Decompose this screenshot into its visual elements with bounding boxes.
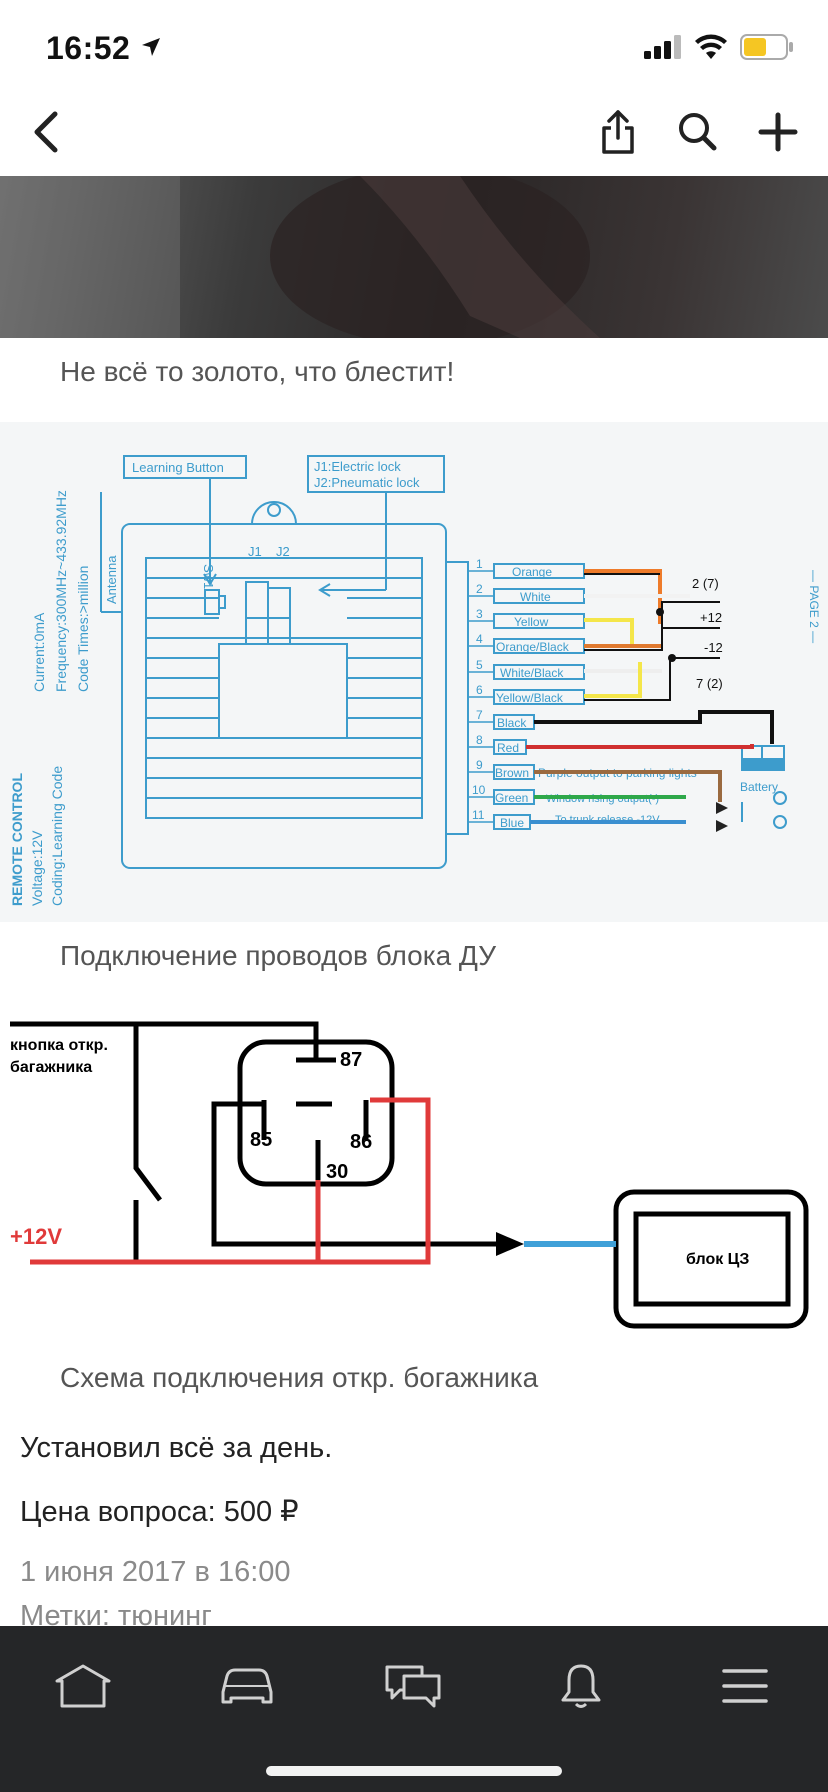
location-arrow-icon (141, 38, 160, 56)
sw1-label: Sw1 (201, 564, 216, 589)
bell-icon (561, 1664, 601, 1708)
photo-content (0, 176, 600, 338)
svg-text:3: 3 (476, 607, 483, 621)
voltage-label: Voltage:12V (29, 830, 45, 906)
wire-label: Brown (495, 766, 529, 780)
nav-bar (0, 90, 828, 176)
svg-text:2: 2 (476, 582, 483, 596)
status-icons (644, 34, 794, 60)
remote-control-label: REMOTE CONTROL (9, 773, 25, 906)
coding-label: Coding:Learning Code (49, 766, 65, 906)
lock-j1-label: J1:Electric lock (314, 459, 401, 474)
pin-87: 87 (340, 1049, 362, 1071)
svg-text:1: 1 (476, 557, 483, 571)
wire-label: Yellow/Black (496, 691, 564, 705)
hamburger-menu-icon (722, 1669, 768, 1703)
j1-label: J1 (248, 544, 262, 559)
cellular-signal-icon (644, 35, 681, 59)
code-times-label: Code Times:>million (75, 566, 91, 692)
search-icon (679, 113, 717, 151)
j2-label: J2 (276, 544, 290, 559)
frequency-label: Frequency:300MHz~433.92MHz (53, 490, 69, 692)
share-button[interactable] (590, 104, 646, 160)
svg-text:6: 6 (476, 683, 483, 697)
wire-label: Green (495, 791, 528, 805)
search-button[interactable] (670, 104, 726, 160)
share-icon (602, 110, 634, 154)
wire-label: Orange/Black (496, 640, 570, 654)
battery-icon (740, 34, 793, 60)
tab-home[interactable] (38, 1656, 128, 1716)
wiring-caption: Подключение проводов блока ДУ (60, 940, 496, 971)
tab-bar (0, 1626, 828, 1792)
add-button[interactable] (750, 104, 806, 160)
relay-diagram[interactable]: кнопка откр. багажника 87 85 86 30 блок … (0, 1000, 828, 1340)
tab-menu[interactable] (700, 1656, 790, 1716)
relay-caption: Схема подключения откр. богажника (60, 1362, 539, 1393)
wiring-diagram[interactable]: Learning Button J1:Electric lock J2:Pneu… (0, 422, 828, 922)
svg-text:7: 7 (476, 708, 483, 722)
tab-garage[interactable] (202, 1656, 292, 1716)
chevron-left-icon (34, 111, 58, 153)
pin-85: 85 (250, 1129, 272, 1151)
wire-label: White (520, 590, 551, 604)
page-label: — PAGE 2 — (807, 570, 821, 643)
svg-text:9: 9 (476, 758, 483, 772)
svg-text:5: 5 (476, 658, 483, 672)
plus-icon (758, 112, 798, 152)
wire-label: Blue (500, 816, 524, 830)
wire-label: Black (497, 716, 527, 730)
home-icon (55, 1664, 111, 1708)
wire-label: Red (497, 741, 519, 755)
output-2-7: 2 (7) (692, 576, 719, 591)
learning-button-label: Learning Button (132, 460, 224, 475)
photo-caption: Не всё то золото, что блестит! (60, 356, 455, 387)
post-photo[interactable] (0, 176, 828, 338)
back-button[interactable] (18, 104, 74, 160)
post-text-2: Цена вопроса: 500 ₽ (20, 1496, 299, 1528)
svg-text:11: 11 (472, 808, 485, 822)
pin-30: 30 (326, 1161, 348, 1183)
output-plus12: +12 (700, 610, 722, 625)
wire-label: Orange (512, 565, 552, 579)
lock-j2-label: J2:Pneumatic lock (314, 475, 420, 490)
status-time: 16:52 (46, 30, 162, 67)
svg-text:8: 8 (476, 733, 483, 747)
tab-messages[interactable] (368, 1656, 458, 1716)
svg-text:10: 10 (472, 783, 486, 797)
output-7-2: 7 (2) (696, 676, 723, 691)
wire-label: Yellow (514, 615, 549, 629)
wire-label: White/Black (500, 666, 564, 680)
pin-86: 86 (350, 1131, 372, 1153)
output-minus12: -12 (704, 640, 723, 655)
wifi-icon (695, 34, 727, 59)
svg-text:4: 4 (476, 632, 483, 646)
antenna-label: Antenna (104, 555, 119, 604)
button-label-line1: кнопка откр. (10, 1037, 108, 1054)
post-date: 1 июня 2017 в 16:00 (20, 1556, 291, 1588)
plus12v-label: +12V (10, 1224, 62, 1249)
battery-label: Battery (740, 780, 778, 794)
car-icon (221, 1668, 273, 1704)
button-label-line2: багажника (10, 1059, 92, 1076)
clock: 16:52 (46, 30, 131, 66)
current-label: Current:0mA (31, 612, 47, 692)
tab-notifications[interactable] (536, 1656, 626, 1716)
block-label: блок ЦЗ (686, 1251, 749, 1268)
chat-icon (385, 1665, 441, 1708)
post-text-1: Установил всё за день. (20, 1432, 333, 1464)
home-indicator[interactable] (266, 1766, 562, 1776)
